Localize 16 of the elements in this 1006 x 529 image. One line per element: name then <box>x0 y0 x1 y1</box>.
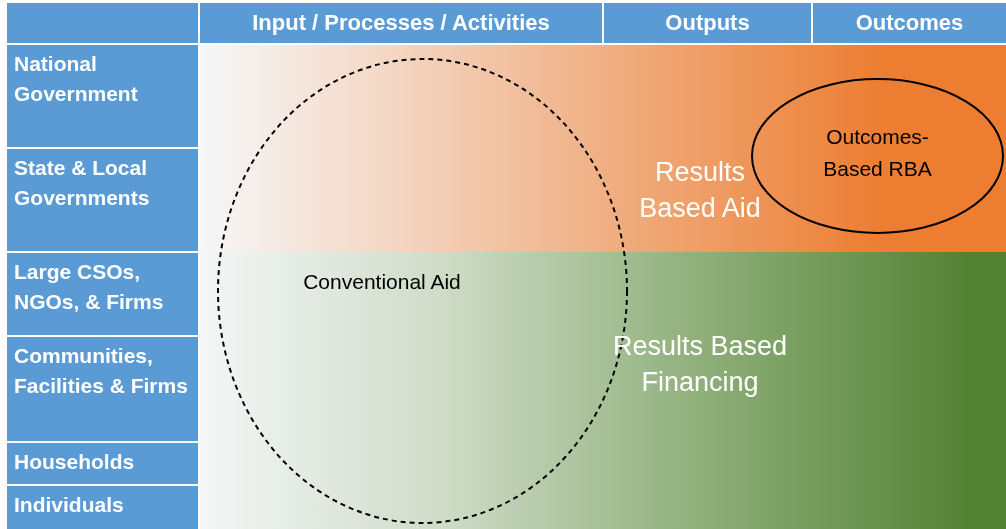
column-header: Outputs <box>604 3 811 43</box>
row-header: Individuals <box>7 486 198 529</box>
row-header: Large CSOs, NGOs, & Firms <box>7 253 198 335</box>
row-header: State & Local Governments <box>7 149 198 251</box>
column-header: Input / Processes / Activities <box>200 3 602 43</box>
ellipse-label: Outcomes-Based RBA <box>822 124 933 182</box>
row-header: Households <box>7 443 198 484</box>
ellipse-label: Conventional Aid <box>302 269 462 295</box>
row-header: National Government <box>7 45 198 147</box>
row-header: Communities, Facilities & Firms <box>7 337 198 441</box>
results-based-financing-band <box>200 252 1006 529</box>
band-label: Results Based Aid <box>638 155 762 225</box>
column-header: Outcomes <box>813 3 1006 43</box>
header-cell <box>7 3 198 43</box>
band-label: Results Based Financing <box>611 329 789 399</box>
results-based-aid-band <box>200 45 1006 252</box>
